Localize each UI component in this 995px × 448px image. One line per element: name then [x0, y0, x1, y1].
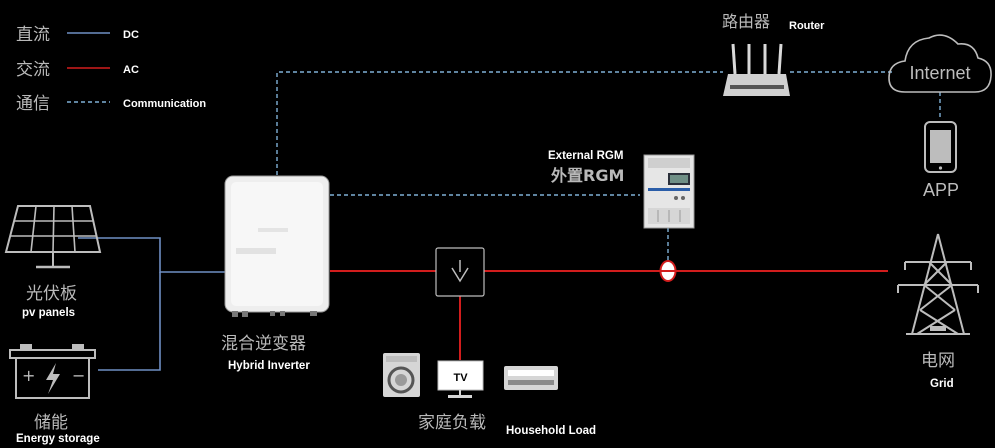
- pv-label-en: pv panels: [22, 307, 75, 319]
- grid-label-cn: 电网: [921, 351, 955, 371]
- ct-sensor-icon: [659, 260, 677, 282]
- air-conditioner-icon: [504, 366, 558, 390]
- rgm-label-en: External RGM: [548, 150, 623, 162]
- grid-label-en: Grid: [930, 378, 954, 390]
- pylon-icon: [897, 233, 979, 335]
- storage-label-en: Energy storage: [16, 433, 100, 445]
- cloud-icon: [888, 34, 992, 93]
- app-label: APP: [923, 180, 959, 200]
- solar-panel-icon: [4, 205, 102, 269]
- svg-text:+: +: [22, 366, 35, 385]
- dc-line-pv: [78, 237, 225, 273]
- svg-text:−: −: [72, 366, 85, 385]
- router-icon: [723, 43, 790, 96]
- connections: [78, 71, 941, 371]
- washing-machine-icon: [383, 353, 420, 397]
- legend-dc-cn: 直流: [16, 25, 50, 45]
- meter-icon: [643, 154, 695, 229]
- router-label-en: Router: [789, 20, 825, 32]
- phone-icon: [924, 121, 957, 173]
- comm-line-router: [276, 71, 723, 175]
- battery-icon: + −: [9, 344, 96, 399]
- dc-line-storage: [98, 272, 161, 371]
- legend: 直流 DC 交流 AC 通信 Communication: [16, 25, 206, 114]
- legend-ac-cn: 交流: [16, 60, 50, 80]
- legend-dc-en: DC: [123, 29, 139, 41]
- pv-label-cn: 光伏板: [26, 284, 77, 304]
- internet-label: Internet: [909, 63, 970, 83]
- inverter-label-cn: 混合逆变器: [221, 334, 306, 354]
- switch-icon: [435, 247, 485, 297]
- router-label-cn: 路由器: [722, 12, 770, 31]
- tv-icon: TV: [437, 360, 484, 398]
- rgm-label-cn: 外置RGM: [550, 166, 624, 185]
- legend-comm-cn: 通信: [16, 94, 50, 114]
- tv-label: TV: [453, 372, 468, 384]
- legend-ac-en: AC: [123, 64, 139, 76]
- storage-label-cn: 储能: [34, 413, 68, 433]
- inverter-label-en: Hybrid Inverter: [228, 360, 310, 372]
- legend-comm-en: Communication: [123, 98, 206, 110]
- inverter-icon: [224, 175, 330, 317]
- load-label-cn: 家庭负载: [418, 413, 486, 433]
- load-label-en: Household Load: [506, 425, 596, 437]
